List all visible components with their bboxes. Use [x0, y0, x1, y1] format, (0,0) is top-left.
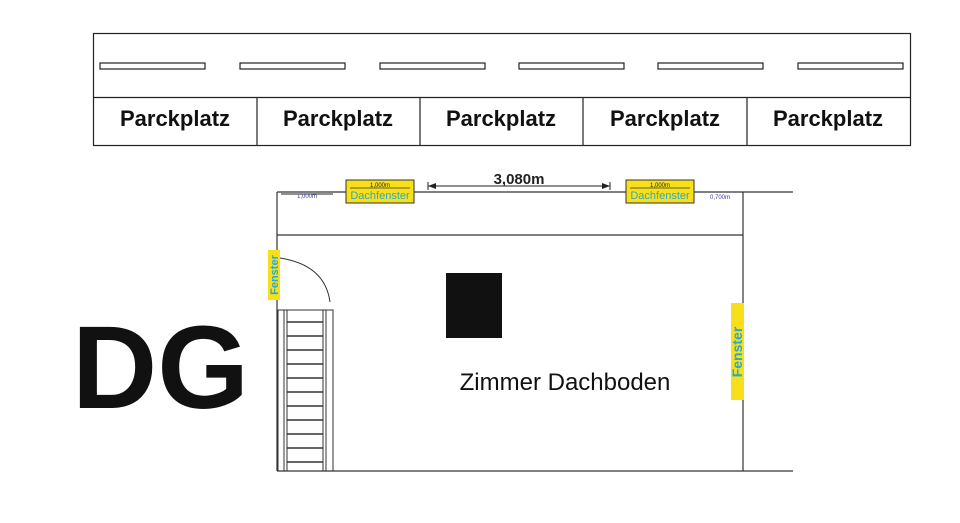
walls	[276, 191, 793, 472]
window-label: Fenster	[729, 326, 745, 377]
parking-spot-label: Parckplatz	[120, 106, 230, 131]
road-and-parking: Parckplatz Parckplatz Parckplatz Parckpl…	[92, 32, 912, 147]
dimension-right-label: 0,700m	[710, 195, 730, 201]
svg-text:1,000m: 1,000m	[370, 183, 390, 189]
dimension-left-label: 1,000m	[297, 194, 317, 200]
door-swing	[279, 257, 331, 303]
room-label: Zimmer Dachboden	[460, 369, 671, 396]
road-markings	[99, 62, 904, 70]
svg-text:1,000m: 1,000m	[650, 183, 670, 189]
skylight-left: 1,000m Dachfenster	[345, 179, 415, 204]
window-right: Fenster	[729, 303, 745, 400]
parking-spot-label: Parckplatz	[446, 106, 556, 131]
dimension-label: 3,080m	[494, 171, 545, 188]
window-label: Fenster	[269, 254, 281, 294]
staircase	[277, 309, 334, 472]
chimney	[446, 273, 502, 338]
window-left: Fenster	[268, 250, 281, 300]
dimension-main: 3,080m	[427, 171, 611, 190]
skylight-right: 1,000m Dachfenster	[625, 179, 695, 204]
skylight-label: Dachfenster	[630, 190, 690, 202]
parking-spot-label: Parckplatz	[283, 106, 393, 131]
parking-spot-label: Parckplatz	[610, 106, 720, 131]
skylight-label: Dachfenster	[350, 190, 410, 202]
floor-label: DG	[72, 302, 249, 434]
parking-spot-label: Parckplatz	[773, 106, 883, 131]
